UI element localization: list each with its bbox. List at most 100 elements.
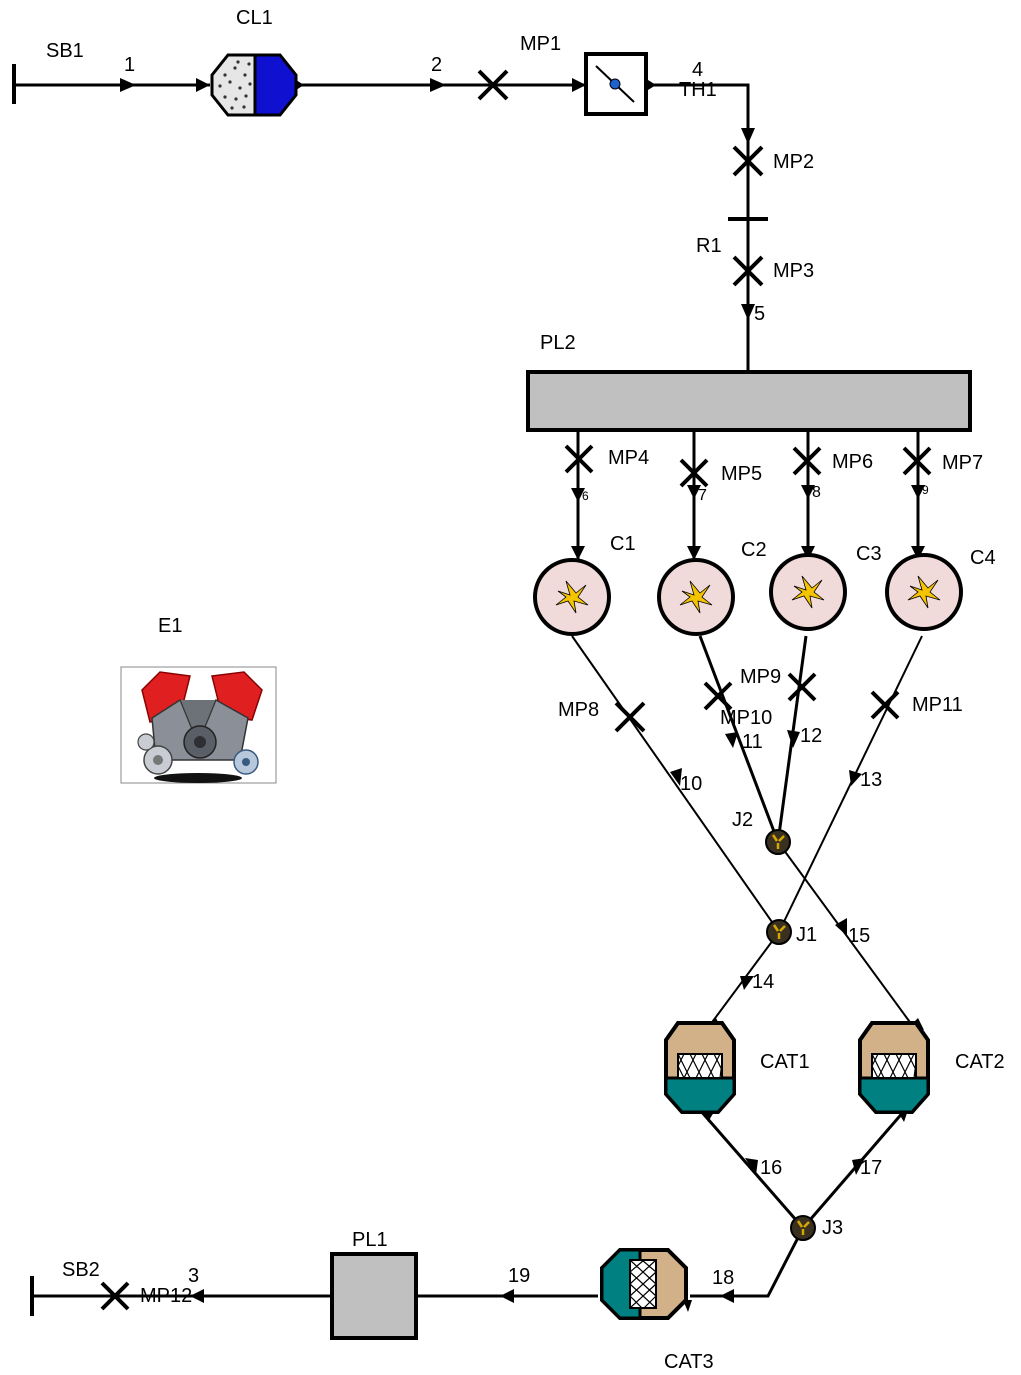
mp1-marker[interactable] bbox=[477, 69, 509, 101]
pipe-17[interactable] bbox=[801, 1109, 907, 1229]
pl2-plenum[interactable] bbox=[526, 370, 972, 432]
stream-6-label: 6 bbox=[582, 489, 589, 503]
arrow-icon bbox=[687, 485, 701, 499]
label-mp3: MP3 bbox=[773, 260, 814, 282]
arrow-icon bbox=[801, 485, 815, 499]
arrow-icon bbox=[572, 78, 586, 92]
mp10-marker[interactable] bbox=[703, 681, 733, 711]
label-c2: C2 bbox=[741, 539, 767, 561]
e1-engine-icon[interactable] bbox=[120, 666, 277, 784]
label-mp7: MP7 bbox=[942, 452, 983, 474]
pipe-13[interactable] bbox=[778, 635, 923, 933]
stream-8-label: 8 bbox=[812, 484, 821, 501]
pl1-plenum[interactable] bbox=[330, 1252, 418, 1340]
component-labels: SB1 CL1 MP1 TH1 MP2 R1 MP3 PL2 MP4 MP5 M… bbox=[46, 7, 1005, 1373]
arrow-icon bbox=[787, 730, 800, 748]
label-mp6: MP6 bbox=[832, 451, 873, 473]
pipe-10[interactable] bbox=[571, 635, 780, 933]
label-th1: TH1 bbox=[679, 79, 717, 101]
label-j2: J2 bbox=[732, 809, 753, 831]
mp12-marker[interactable] bbox=[100, 1281, 130, 1311]
stream-5-label: 5 bbox=[754, 303, 765, 325]
stream-13-label: 13 bbox=[860, 769, 882, 791]
label-c3: C3 bbox=[856, 543, 882, 565]
arrow-icon bbox=[190, 1289, 204, 1303]
c3-cylinder[interactable] bbox=[769, 553, 847, 631]
arrow-icon bbox=[571, 546, 585, 560]
mp8-marker[interactable] bbox=[614, 701, 646, 733]
mp3-marker[interactable] bbox=[732, 255, 764, 287]
pipe-11[interactable] bbox=[698, 635, 780, 843]
stream-11-label: 11 bbox=[742, 731, 763, 753]
label-mp8: MP8 bbox=[558, 699, 599, 721]
c2-cylinder[interactable] bbox=[657, 558, 735, 636]
label-mp9: MP9 bbox=[740, 666, 781, 688]
label-c4: C4 bbox=[970, 547, 996, 569]
label-cl1: CL1 bbox=[236, 7, 273, 29]
label-cat3: CAT3 bbox=[664, 1351, 714, 1373]
arrow-icon bbox=[741, 304, 755, 320]
c1-cylinder[interactable] bbox=[533, 558, 611, 636]
arrow-icon bbox=[835, 918, 847, 936]
stream-19-label: 19 bbox=[508, 1265, 530, 1287]
label-j1: J1 bbox=[796, 924, 817, 946]
label-mp2: MP2 bbox=[773, 151, 814, 173]
j1-junction[interactable] bbox=[766, 919, 792, 945]
mp11-marker[interactable] bbox=[870, 690, 900, 720]
arrow-icon bbox=[911, 546, 925, 560]
label-j3: J3 bbox=[822, 1217, 843, 1239]
pipe-16[interactable] bbox=[698, 1109, 805, 1229]
stream-15-label: 15 bbox=[848, 925, 870, 947]
stream-18-label: 18 bbox=[712, 1267, 734, 1289]
arrow-icon bbox=[725, 732, 738, 748]
arrow-icon bbox=[852, 1158, 865, 1175]
stream-12-label: 12 bbox=[800, 725, 822, 747]
stream-4-label: 4 bbox=[692, 59, 703, 81]
arrow-icon bbox=[500, 1289, 514, 1303]
label-r1: R1 bbox=[696, 235, 722, 257]
stream-labels: 1 2 4 5 6 7 8 9 10 11 12 13 14 15 16 17 … bbox=[124, 54, 929, 1289]
cat3-catalyst[interactable] bbox=[600, 1248, 688, 1320]
mp2-marker[interactable] bbox=[732, 145, 764, 177]
c4-cylinder[interactable] bbox=[885, 553, 963, 631]
mp5-marker[interactable] bbox=[679, 458, 709, 488]
junctions bbox=[765, 829, 816, 1241]
arrow-icon bbox=[430, 78, 446, 92]
arrow-icon bbox=[741, 128, 755, 144]
cat1-catalyst[interactable] bbox=[664, 1021, 736, 1114]
arrow-icon bbox=[670, 768, 682, 786]
arrow-icon bbox=[196, 78, 210, 92]
stream-14-label: 14 bbox=[752, 971, 774, 993]
cl1-air-cleaner[interactable] bbox=[210, 53, 304, 117]
pipe-18[interactable] bbox=[690, 1227, 805, 1298]
cylinders bbox=[533, 553, 963, 636]
label-mp12: MP12 bbox=[140, 1285, 192, 1307]
monitor-points bbox=[100, 69, 932, 1311]
th1-throttle[interactable] bbox=[584, 52, 656, 116]
arrow-icon bbox=[740, 976, 754, 990]
cat2-catalyst[interactable] bbox=[858, 1021, 930, 1114]
label-pl1: PL1 bbox=[352, 1229, 388, 1251]
pipe-4-5[interactable] bbox=[648, 83, 750, 372]
arrow-icon bbox=[120, 78, 136, 92]
mp7-marker[interactable] bbox=[902, 446, 932, 476]
j3-junction[interactable] bbox=[790, 1215, 816, 1241]
arrow-icon bbox=[911, 485, 925, 499]
stream-10-label: 10 bbox=[680, 773, 702, 795]
label-cat2: CAT2 bbox=[955, 1051, 1005, 1073]
stream-7-label: 7 bbox=[698, 487, 707, 504]
label-mp1: MP1 bbox=[520, 33, 561, 55]
stream-2-label: 2 bbox=[431, 54, 442, 76]
stream-17-label: 17 bbox=[860, 1157, 882, 1179]
arrow-icon bbox=[720, 1289, 734, 1303]
label-c1: C1 bbox=[610, 533, 636, 555]
j2-junction[interactable] bbox=[765, 829, 791, 855]
stream-1-label: 1 bbox=[124, 54, 135, 76]
label-e1: E1 bbox=[158, 615, 182, 637]
mp4-marker[interactable] bbox=[564, 444, 594, 474]
mp6-marker[interactable] bbox=[792, 446, 822, 476]
arrow-icon bbox=[687, 546, 701, 560]
mp9-marker[interactable] bbox=[787, 672, 817, 702]
label-pl2: PL2 bbox=[540, 332, 576, 354]
arrow-icon bbox=[571, 488, 585, 502]
